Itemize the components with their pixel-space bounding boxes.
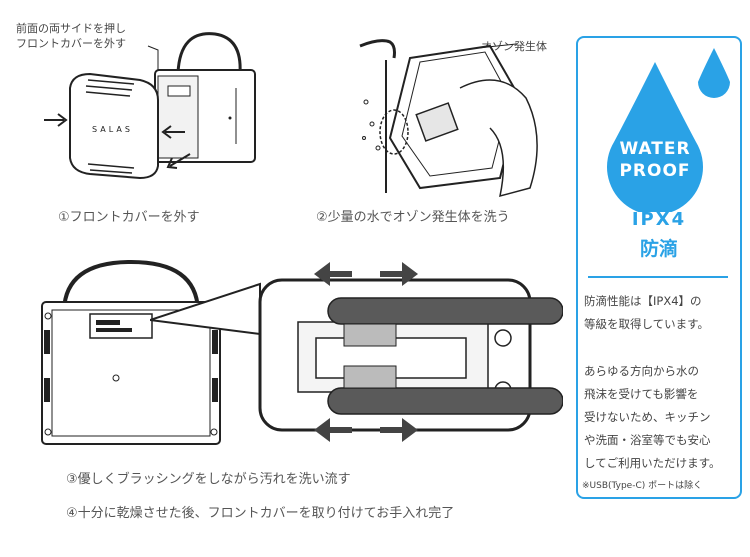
desc1-line1: 防滴性能は【IPX4】の xyxy=(584,294,702,308)
badge-water-text: WATER xyxy=(619,139,690,159)
step3-unit-illustration xyxy=(41,259,221,445)
desc2-line1: あらゆる方向から水の xyxy=(584,364,699,378)
badge-rating: IPX4 xyxy=(631,209,687,230)
desc2-line3: 受けないため、キッチン xyxy=(584,410,711,424)
step3-caption: ③優しくブラッシングをしながら汚れを洗い流す xyxy=(66,472,351,487)
ozone-label: オゾン発生体 xyxy=(481,40,547,53)
badge-type: 防滴 xyxy=(639,238,678,260)
step2-illustration xyxy=(359,39,538,198)
step3-zoom-illustration xyxy=(258,262,563,442)
step4-caption: ④十分に乾燥させた後、フロントカバーを取り付けてお手入れ完了 xyxy=(66,506,455,521)
device-brand-text: SALAS xyxy=(92,125,133,134)
desc1-line2: 等級を取得しています。 xyxy=(584,317,710,331)
badge-footnote: ※USB(Type-C) ポートは除く xyxy=(582,481,703,491)
zoom-connector xyxy=(150,282,261,336)
step1-caption: ①フロントカバーを外す xyxy=(58,210,200,225)
step2-caption: ②少量の水でオゾン発生体を洗う xyxy=(316,210,510,225)
desc2-line4: や洗面・浴室等でも安心 xyxy=(584,433,711,447)
step1-illustration: SALAS xyxy=(44,32,256,180)
panel-divider xyxy=(588,276,728,278)
badge-proof-text: PROOF xyxy=(619,161,690,181)
step1-note-line2: フロントカバーを外す xyxy=(16,37,126,50)
water-drop-icon: WATER PROOF xyxy=(607,48,730,212)
desc2-line5: してご利用いただけます。 xyxy=(584,456,721,470)
step1-note-line1: 前面の両サイドを押し xyxy=(16,22,126,35)
waterproof-panel: WATER PROOF IPX4 防滴 防滴性能は【IPX4】の 等級を取得して… xyxy=(576,36,742,499)
desc2-line2: 飛沫を受けても影響を xyxy=(584,387,699,401)
